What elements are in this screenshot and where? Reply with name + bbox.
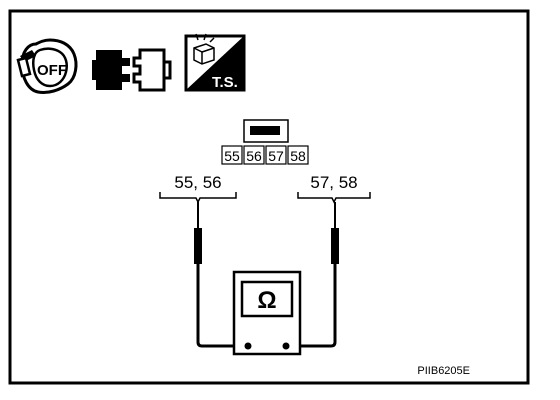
ohmmeter-terminal bbox=[244, 342, 252, 350]
diagram-frame bbox=[8, 9, 530, 385]
ohmmeter-display bbox=[240, 280, 294, 318]
pin-cell bbox=[243, 145, 265, 165]
right-probe-bracket bbox=[297, 192, 371, 204]
ohm-symbol: Ω bbox=[257, 287, 276, 314]
harness-ts-label: T.S. bbox=[212, 74, 238, 91]
pin-cell bbox=[287, 145, 309, 165]
pin-cell bbox=[265, 145, 287, 165]
ohmmeter: Ω bbox=[232, 270, 302, 356]
ignition-key-off-icon: OFF bbox=[16, 38, 78, 94]
pin-number: 57 bbox=[268, 148, 284, 164]
left-probe-bracket bbox=[159, 192, 237, 204]
right-test-probe bbox=[288, 202, 339, 348]
pin-number: 55 bbox=[224, 148, 240, 164]
right-probe-label: 57, 58 bbox=[310, 173, 357, 192]
pin-number: 56 bbox=[246, 148, 262, 164]
harness-ts-icon: T.S. bbox=[184, 33, 246, 92]
pin-cell bbox=[221, 145, 243, 165]
pin-number: 58 bbox=[290, 148, 306, 164]
left-probe-label: 55, 56 bbox=[174, 173, 221, 192]
connector-lock bbox=[250, 126, 280, 135]
ignition-off-label: OFF bbox=[37, 62, 67, 79]
connector-disconnect-icon bbox=[92, 48, 172, 92]
figure-code: PIIB6205E bbox=[417, 365, 470, 377]
ohmmeter-terminal bbox=[282, 342, 290, 350]
left-test-probe bbox=[194, 202, 246, 348]
pin-row: 55 56 57 58 bbox=[221, 145, 309, 165]
connector: 55 56 57 58 bbox=[221, 119, 309, 165]
